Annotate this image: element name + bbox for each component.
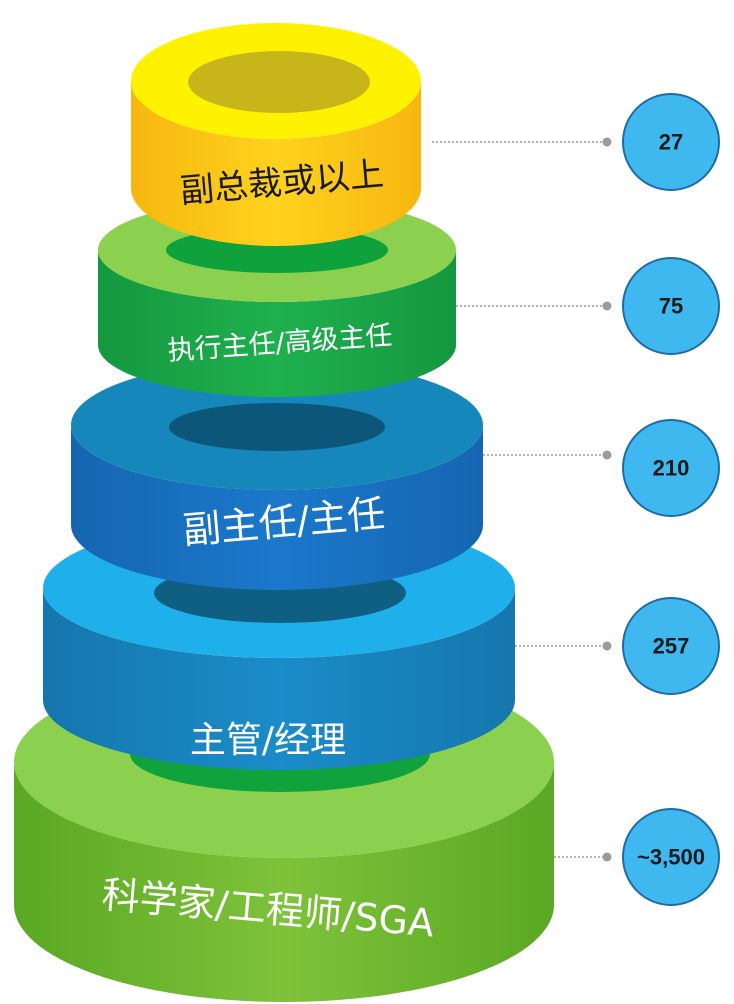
tier-3-hole: [169, 403, 385, 451]
connector-dot: [602, 450, 612, 460]
count-badge: [622, 597, 720, 695]
tier-2-side: [98, 250, 456, 397]
count-badge: [622, 419, 720, 517]
connector-dot: [602, 301, 612, 311]
count-value: 27: [659, 130, 683, 155]
count-value: 210: [653, 456, 690, 481]
tier-3-deputy-director-director: [71, 360, 483, 590]
count-callout-tier-1: 27: [432, 93, 720, 191]
tier-1-hole: [188, 51, 370, 113]
tier-5-side: [14, 762, 554, 1002]
count-badge: [622, 257, 720, 355]
tier-4-side: [43, 588, 515, 770]
count-value: 257: [653, 634, 690, 659]
count-callout-tier-5: ~3,500: [554, 808, 720, 906]
count-callout-tier-4: 257: [515, 597, 720, 695]
count-value: ~3,500: [637, 845, 705, 870]
tier-1-side: [131, 81, 421, 246]
count-badge: [622, 808, 720, 906]
connector-dot: [602, 641, 612, 651]
tier-1-vp-and-above: [131, 23, 421, 246]
connector-dot: [602, 137, 612, 147]
count-badge: [622, 93, 720, 191]
tier-4-label: 主管/经理: [190, 720, 346, 761]
tier-3-side: [71, 425, 483, 590]
count-callout-tier-3: 210: [483, 419, 720, 517]
count-callout-tier-2: 75: [456, 257, 720, 355]
connector-dot: [602, 852, 612, 862]
count-value: 75: [659, 294, 683, 319]
